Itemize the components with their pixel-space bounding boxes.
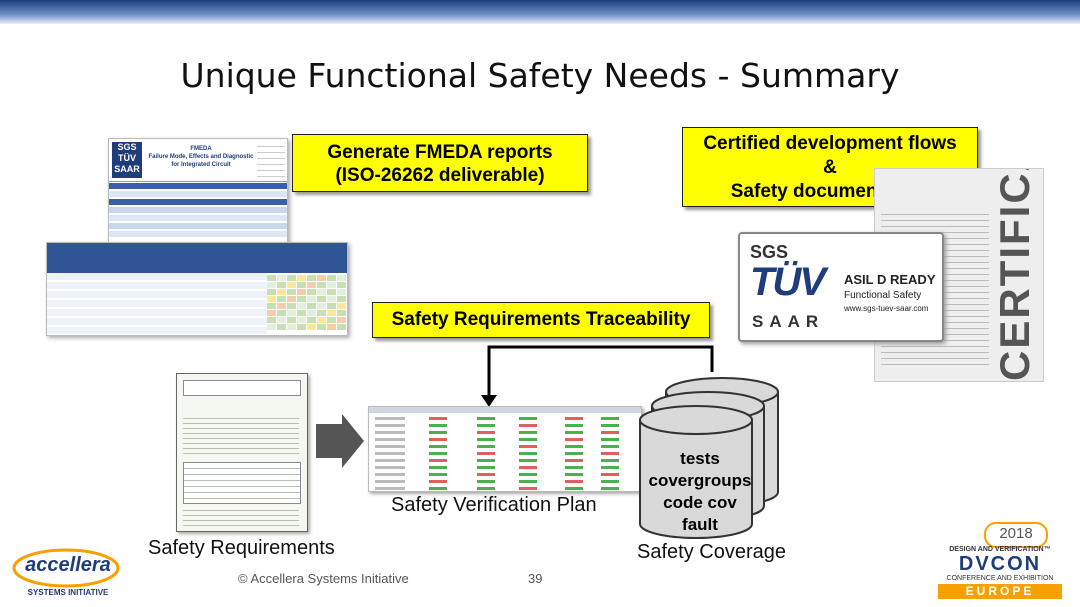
plan-coverage-bar: [477, 431, 495, 434]
plan-coverage-bar: [601, 452, 619, 455]
plan-coverage-bar: [519, 473, 537, 476]
plan-row-label: [375, 424, 405, 427]
plan-coverage-bar: [565, 445, 583, 448]
plan-coverage-bar: [601, 417, 619, 420]
verification-plan-label: Safety Verification Plan: [391, 494, 597, 517]
plan-coverage-bar: [429, 466, 447, 469]
plan-coverage-bar: [477, 473, 495, 476]
copyright-text: © Accellera Systems Initiative: [238, 571, 409, 586]
verification-plan-image: [368, 406, 642, 492]
plan-coverage-bar: [565, 424, 583, 427]
plan-coverage-bar: [601, 459, 619, 462]
plan-coverage-bar: [429, 487, 447, 490]
page-number: 39: [528, 571, 542, 586]
plan-coverage-bar: [477, 459, 495, 462]
plan-coverage-bar: [601, 424, 619, 427]
dvcon-logo: 2018 DESIGN AND VERIFICATION™ DVCON CONF…: [928, 522, 1072, 600]
plan-coverage-bar: [565, 480, 583, 483]
plan-coverage-bar: [601, 466, 619, 469]
plan-coverage-bar: [565, 459, 583, 462]
coverage-item-tests: tests: [636, 448, 764, 470]
plan-coverage-bar: [565, 473, 583, 476]
coverage-item-code-cov: code cov: [636, 492, 764, 514]
plan-coverage-bar: [477, 424, 495, 427]
plan-coverage-bar: [601, 480, 619, 483]
plan-row-label: [375, 452, 405, 455]
plan-coverage-bar: [601, 445, 619, 448]
plan-coverage-bar: [601, 487, 619, 490]
plan-coverage-bar: [601, 431, 619, 434]
plan-coverage-bar: [565, 487, 583, 490]
plan-coverage-bar: [519, 424, 537, 427]
plan-coverage-bar: [519, 487, 537, 490]
accellera-logo: accellera SYSTEMS INITIATIVE: [12, 548, 124, 598]
plan-coverage-bar: [477, 487, 495, 490]
plan-coverage-bar: [429, 445, 447, 448]
plan-coverage-bar: [565, 438, 583, 441]
plan-row-label: [375, 438, 405, 441]
plan-row-label: [375, 487, 405, 490]
plan-coverage-bar: [519, 438, 537, 441]
plan-coverage-bar: [477, 466, 495, 469]
plan-coverage-bar: [565, 466, 583, 469]
plan-coverage-bar: [519, 445, 537, 448]
plan-coverage-bar: [601, 438, 619, 441]
plan-coverage-bar: [477, 445, 495, 448]
plan-row-label: [375, 473, 405, 476]
plan-coverage-bar: [429, 417, 447, 420]
plan-coverage-bar: [519, 459, 537, 462]
plan-coverage-bar: [429, 438, 447, 441]
plan-coverage-bar: [477, 417, 495, 420]
coverage-item-covergroups: covergroups: [636, 470, 764, 492]
coverage-item-fault: fault: [636, 514, 764, 536]
plan-row-label: [375, 431, 405, 434]
plan-coverage-bar: [601, 473, 619, 476]
plan-coverage-bar: [565, 431, 583, 434]
safety-coverage-label: Safety Coverage: [637, 541, 786, 564]
plan-row-label: [375, 417, 405, 420]
plan-coverage-bar: [519, 480, 537, 483]
plan-coverage-bar: [429, 431, 447, 434]
plan-row-label: [375, 480, 405, 483]
plan-coverage-bar: [429, 480, 447, 483]
safety-requirements-label: Safety Requirements: [148, 537, 335, 560]
plan-coverage-bar: [519, 452, 537, 455]
plan-coverage-bar: [477, 452, 495, 455]
plan-coverage-bar: [519, 417, 537, 420]
plan-coverage-bar: [565, 417, 583, 420]
plan-coverage-bar: [477, 438, 495, 441]
coverage-items: tests covergroups code cov fault: [636, 448, 764, 536]
plan-coverage-bar: [429, 473, 447, 476]
plan-coverage-bar: [429, 459, 447, 462]
plan-coverage-bar: [519, 431, 537, 434]
plan-row-label: [375, 459, 405, 462]
plan-row-label: [375, 445, 405, 448]
plan-coverage-bar: [429, 452, 447, 455]
safety-requirements-document: [176, 373, 308, 532]
plan-coverage-bar: [519, 466, 537, 469]
plan-coverage-bar: [477, 480, 495, 483]
plan-coverage-bar: [429, 424, 447, 427]
plan-coverage-bar: [565, 452, 583, 455]
plan-row-label: [375, 466, 405, 469]
